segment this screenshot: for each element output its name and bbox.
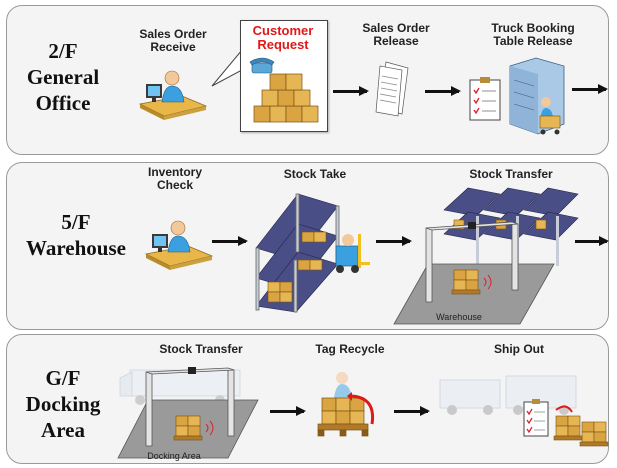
step-caption: Sales Order Receive (128, 28, 218, 54)
caption-line: Sales Order (139, 27, 207, 41)
flow-arrow (425, 86, 461, 96)
floor-name-line: Area (41, 418, 85, 442)
rfid-gate-icon (425, 221, 519, 303)
caption-line: Table Release (493, 34, 573, 48)
caption-line: Tag Recycle (315, 342, 385, 356)
caption-line: Check (156, 178, 194, 192)
person-at-computer-icon (138, 70, 208, 120)
floor-name-line: Warehouse (26, 236, 126, 260)
server-rack-icon (509, 57, 565, 135)
floor-level: 5/F (61, 210, 91, 234)
shelf-rack-icon (443, 187, 579, 266)
step-caption: Truck Booking Table Release (478, 22, 588, 48)
floor-name-line: General (26, 65, 100, 89)
floor-level: G/F (45, 366, 81, 390)
recycle-arrow-icon (347, 392, 375, 425)
caption-line: Sales Order (362, 21, 430, 35)
caption-line: Stock Transfer (469, 167, 553, 181)
flow-arrow (270, 406, 306, 416)
floor-label-5f: 5/F Warehouse (11, 209, 141, 261)
person-at-computer-icon (144, 220, 214, 270)
pallet-icon (317, 372, 369, 437)
flow-arrow (333, 86, 369, 96)
shelf-rack-icon (255, 193, 340, 313)
caption-line: Release (373, 34, 419, 48)
floor-name-line: Office (35, 91, 91, 115)
step-caption: Stock Transfer (456, 168, 566, 181)
callout-pointer (211, 48, 243, 87)
rfid-gate-icon (145, 367, 235, 447)
step-caption: Inventory Check (138, 166, 212, 192)
flow-arrow (376, 236, 412, 246)
floor-label-2f: 2/F General Office (15, 38, 111, 116)
panel-gf-docking-area: G/F Docking Area (6, 334, 609, 464)
caption-line: Customer (252, 23, 314, 38)
step-caption: Stock Take (270, 168, 360, 181)
caption-line: Truck Booking (491, 21, 575, 35)
forklift-icon (335, 234, 370, 273)
step-caption: Ship Out (474, 343, 564, 356)
boxes-icon (253, 73, 319, 123)
caption-line: Request (257, 37, 309, 52)
flow-arrow (212, 236, 248, 246)
caption-line: Inventory (147, 165, 202, 179)
caption-line: Receive (150, 40, 196, 54)
caption-line: Ship Out (494, 342, 544, 356)
telephone-icon (249, 57, 275, 74)
documents-icon (375, 61, 409, 117)
area-label: Docking Area (147, 451, 201, 461)
step-caption: Stock Transfer (146, 343, 256, 356)
floor-level: 2/F (48, 39, 78, 63)
flow-arrow (394, 406, 430, 416)
caption-line: Stock Take (283, 167, 347, 181)
step-caption: Sales Order Release (350, 22, 442, 48)
flow-arrow (575, 236, 609, 246)
customer-request-caption: Customer Request (240, 24, 326, 52)
caption-line: Stock Transfer (159, 342, 243, 356)
checklist-icon (523, 399, 549, 437)
step-caption: Tag Recycle (300, 343, 400, 356)
floor-name-line: Docking (25, 392, 101, 416)
pallet-icon (553, 405, 609, 447)
flow-arrow (572, 84, 608, 94)
checklist-icon (469, 77, 501, 121)
area-label: Warehouse (436, 312, 482, 322)
floor-label-gf: G/F Docking Area (15, 365, 111, 443)
